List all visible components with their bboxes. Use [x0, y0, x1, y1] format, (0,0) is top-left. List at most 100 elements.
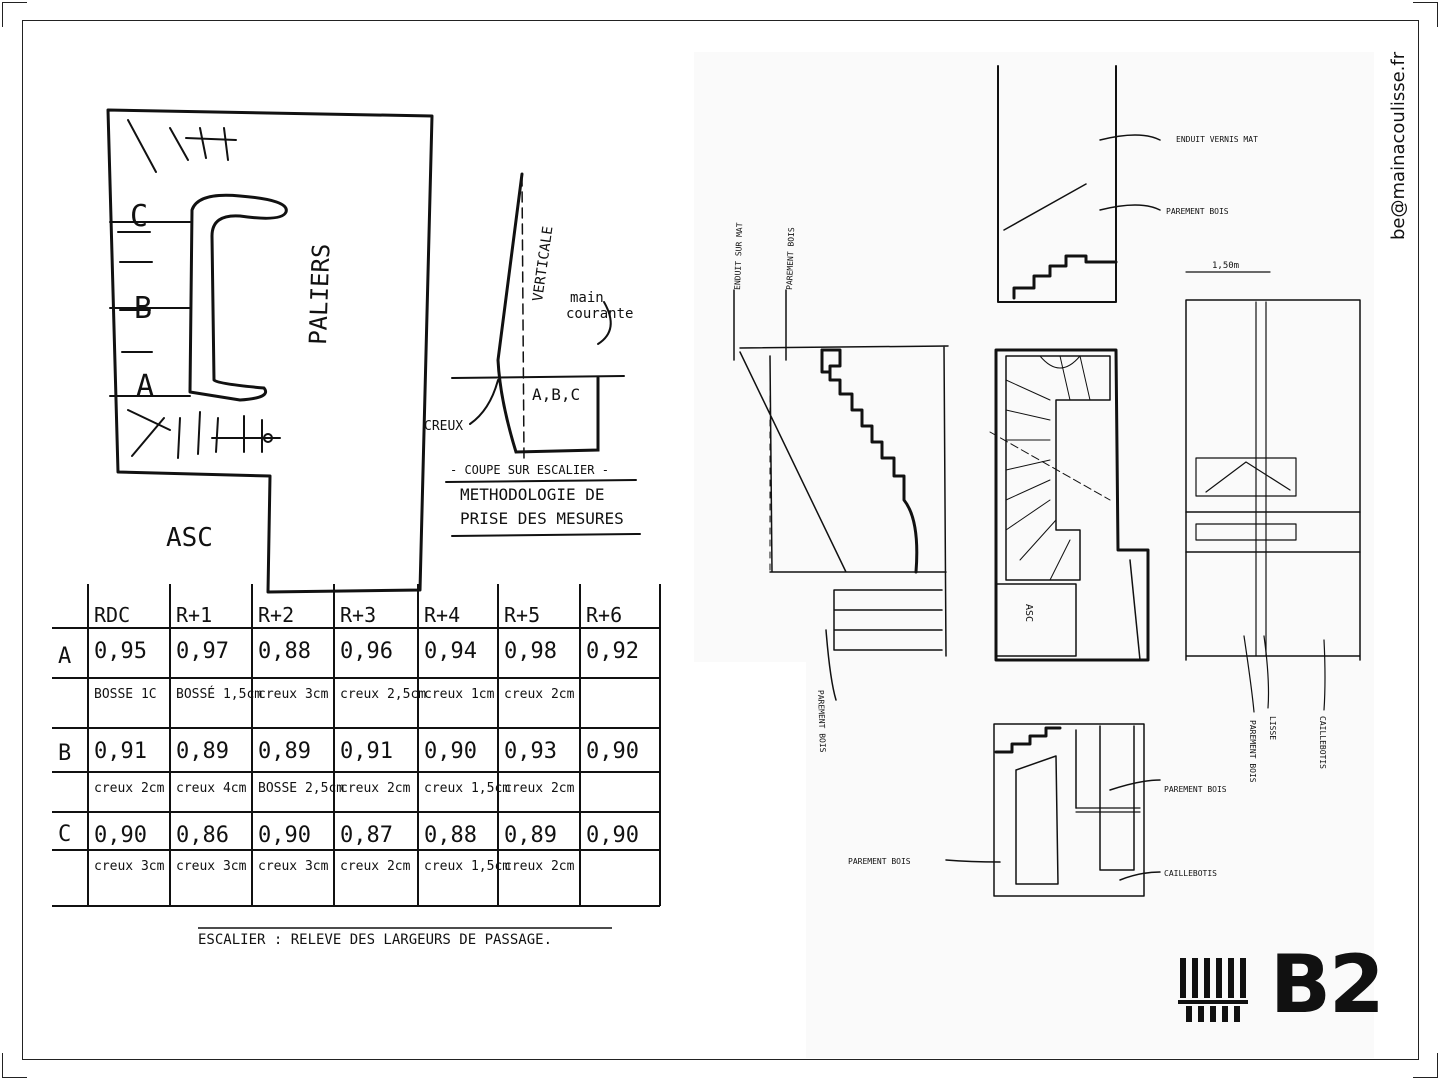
table-cell: 0,98: [504, 639, 557, 664]
creux-arrow: [469, 379, 499, 425]
measure-line: [451, 375, 625, 379]
table-cell: 0,89: [176, 739, 229, 764]
method-main: main: [570, 290, 604, 306]
logo-barcode-icon: [1178, 958, 1248, 1022]
table-cell: 0,89: [504, 823, 557, 848]
email-text: be@mainacoulisse.fr: [1388, 51, 1409, 240]
table-cell: creux 1,5cm: [424, 859, 510, 874]
method-title-1: METHODOLOGIE DE: [460, 485, 605, 504]
table-cell: creux 1cm: [424, 687, 495, 702]
elevation-right: [1185, 271, 1361, 713]
method-points: A,B,C: [532, 385, 580, 404]
table-cell: creux 3cm: [94, 859, 165, 874]
plan-label-c: C: [130, 199, 148, 234]
label-dim: 1,50m: [1212, 261, 1239, 271]
table-caption: ESCALIER : RELEVE DES LARGEURS DE PASSAG…: [198, 932, 552, 948]
table-header: R+6: [586, 603, 622, 627]
table-cell: creux 2cm: [340, 859, 411, 874]
vertical-axis: [521, 175, 525, 461]
table-cell: creux 2cm: [94, 781, 165, 796]
crop-mark: [1413, 1053, 1438, 1078]
dimension-line: [185, 137, 281, 439]
table-cell: 0,94: [424, 639, 477, 664]
table-cell: 0,90: [94, 823, 147, 848]
table-cell: creux 2cm: [504, 687, 575, 702]
section-left: [733, 289, 949, 701]
table-row-label: B: [58, 741, 71, 766]
crop-mark: [2, 1053, 27, 1078]
sheet-frame: [22, 20, 1419, 1060]
table-cell: creux 2cm: [504, 859, 575, 874]
dimension-point: [263, 433, 273, 443]
table-header: R+3: [340, 603, 376, 627]
method-courante: courante: [566, 306, 633, 322]
elevation-bottom: [945, 723, 1161, 897]
table-cell: 0,93: [504, 739, 557, 764]
table-row-label: A: [58, 644, 71, 669]
method-title-2: PRISE DES MESURES: [460, 509, 624, 528]
plan-asc: ASC: [166, 523, 213, 553]
table-row-label: C: [58, 822, 71, 847]
table-header: R+4: [424, 603, 460, 627]
table-cell: creux 4cm: [176, 781, 247, 796]
label-caillebotis: CAILLEBOTIS: [1164, 869, 1217, 878]
crop-mark: [1413, 2, 1438, 27]
stair-plan: [106, 108, 434, 594]
table-cell: 0,90: [586, 823, 639, 848]
plan-label-a: A: [136, 369, 154, 404]
label-parement-bois-far: PAREMENT BOIS: [1248, 720, 1257, 783]
table-header: R+5: [504, 603, 540, 627]
table-cell: 0,92: [586, 639, 639, 664]
table-cell: 0,86: [176, 823, 229, 848]
method-creux: CREUX: [424, 419, 463, 434]
table-cell: 0,90: [586, 739, 639, 764]
plan-label-b: B: [134, 291, 152, 326]
method-verticale: VERTICALE: [530, 225, 556, 302]
table-cell: BOSSE 1C: [94, 687, 157, 702]
table-cell: creux 3cm: [258, 687, 329, 702]
table-cell: creux 1,5cm: [424, 781, 510, 796]
table-header: R+2: [258, 603, 294, 627]
label-parement-bois-mid: PAREMENT BOIS: [1164, 785, 1227, 794]
table-cell: 0,91: [94, 739, 147, 764]
table-cell: creux 2cm: [340, 781, 411, 796]
label-lisse: LISSE: [1268, 716, 1277, 740]
label-caillebotis-right: CAILLEBOTIS: [1318, 716, 1327, 769]
table-cell: 0,90: [258, 823, 311, 848]
method-coupe: - COUPE SUR ESCALIER -: [450, 463, 609, 477]
tread: [127, 409, 263, 459]
label-enduit-vernis-mat: ENDUIT VERNIS MAT: [1176, 135, 1258, 144]
table-cell: 0,95: [94, 639, 147, 664]
table-cell: 0,88: [258, 639, 311, 664]
logo-text: B2: [1270, 938, 1385, 1031]
table-cell: creux 3cm: [176, 859, 247, 874]
label-parement-bois-right: PAREMENT BOIS: [848, 857, 911, 866]
table-header: R+1: [176, 603, 212, 627]
table-cell: creux 3cm: [258, 859, 329, 874]
email-contact: be@mainacoulisse.fr: [1388, 30, 1416, 250]
label-parement-bois-top: PAREMENT BOIS: [1166, 207, 1229, 216]
plan-outline: [106, 108, 434, 594]
tread: [117, 231, 153, 353]
table-cell: 0,88: [424, 823, 477, 848]
elevation-top: [997, 65, 1161, 303]
underline: [445, 479, 641, 537]
table-cell: 0,87: [340, 823, 393, 848]
method-section: [445, 172, 641, 537]
label-asc-center: ASC: [1023, 604, 1034, 622]
table-cell: 0,90: [424, 739, 477, 764]
stair-well: [188, 193, 288, 402]
section-profile: [496, 172, 600, 454]
table-cell: 0,89: [258, 739, 311, 764]
table-header: RDC: [94, 603, 130, 627]
table-cell: creux 2cm: [504, 781, 575, 796]
table-cell: 0,96: [340, 639, 393, 664]
crop-mark: [2, 2, 27, 27]
label-parement-bois-bottom: PAREMENT BOIS: [816, 690, 827, 753]
measurement-table-grid: [52, 584, 661, 907]
tread: [127, 119, 229, 173]
plan-paliers: PALIERS: [304, 243, 336, 345]
b2-logo: B2: [1178, 945, 1393, 1025]
